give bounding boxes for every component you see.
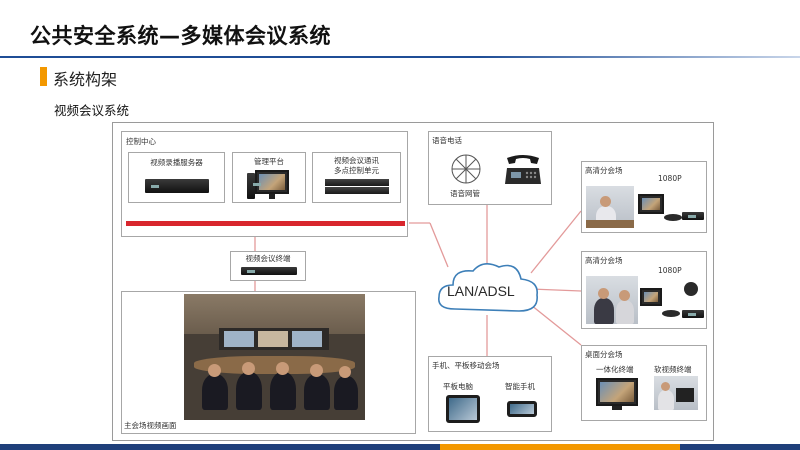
mobile-venue-label: 手机、平板移动会场 [432,360,500,371]
hd-site-1-resolution: 1080P [658,174,682,183]
voice-phone-box: 语音电话 语音网管 [428,131,552,205]
management-monitor-icon [255,170,289,194]
phone-icon [503,152,543,186]
management-pc-icon [247,173,255,199]
section-title: 系统构架 [53,66,117,90]
network-label: LAN/ADSL [447,283,515,299]
terminal-box: 视频会议终端 [230,251,306,281]
main-venue-label: 主会场视频画面 [124,420,177,431]
hd-site-1-box: 高清分会场 1080P [581,161,707,233]
hd-site-2-codec-icon [682,310,704,318]
main-venue-photo [184,294,365,420]
hd-site-1-codec-icon [682,212,704,220]
control-center-label: 控制中心 [126,136,156,147]
hd-site-2-photo [586,276,638,324]
tablet-label: 平板电脑 [443,381,473,392]
management-platform-label: 管理平台 [233,157,305,167]
smartphone-icon [507,401,537,417]
voice-phone-label: 语音电话 [432,135,462,146]
voice-gateway-label: 语音网管 [450,188,480,199]
soft-terminal-photo [654,376,698,410]
mcu-box: 视频会议通讯 多点控制单元 [312,152,401,203]
voice-gateway-icon [449,152,483,186]
hd-site-2-resolution: 1080P [658,266,682,275]
recording-server-icon [145,179,209,193]
hd-site-1-label: 高清分会场 [585,165,623,176]
all-in-one-terminal-icon [596,378,638,406]
hd-site-2-label: 高清分会场 [585,255,623,266]
subheading: 视频会议系统 [54,100,129,119]
main-venue-box: 主会场视频画面 [121,291,416,434]
mcu-rack-icon [325,179,389,195]
tablet-icon [446,395,480,423]
mcu-label: 视频会议通讯 多点控制单元 [313,156,400,176]
architecture-diagram: 控制中心 视频录播服务器 管理平台 视频会议通讯 多点控制单元 视频会议终端 主… [112,122,714,441]
all-in-one-terminal-label: 一体化终端 [596,364,634,375]
page-title: 公共安全系统—多媒体会议系统 [30,20,331,50]
recording-server-box: 视频录播服务器 [128,152,225,203]
hd-site-2-screen-icon [640,288,662,306]
hd-site-1-photo [586,186,634,228]
hd-site-1-screen-icon [638,194,664,214]
control-center-box: 控制中心 视频录播服务器 管理平台 视频会议通讯 多点控制单元 [121,131,408,237]
terminal-label: 视频会议终端 [231,254,305,264]
desktop-site-box: 桌面分会场 一体化终端 软视频终端 [581,345,707,421]
hd-site-2-camera-icon [684,282,698,296]
recording-server-label: 视频录播服务器 [129,158,224,168]
title-divider [0,56,800,58]
soft-terminal-label: 软视频终端 [654,364,692,375]
section-marker [40,67,47,86]
hd-site-1-phone-icon [664,214,682,221]
desktop-site-label: 桌面分会场 [585,349,623,360]
hd-site-2-phone-icon [662,310,680,317]
hd-site-2-box: 高清分会场 1080P [581,251,707,329]
mobile-venue-box: 手机、平板移动会场 平板电脑 智能手机 [428,356,552,432]
terminal-device-icon [241,267,297,275]
control-bus [126,221,405,226]
footer-bar [0,444,800,450]
management-platform-box: 管理平台 [232,152,306,203]
smartphone-label: 智能手机 [505,381,535,392]
